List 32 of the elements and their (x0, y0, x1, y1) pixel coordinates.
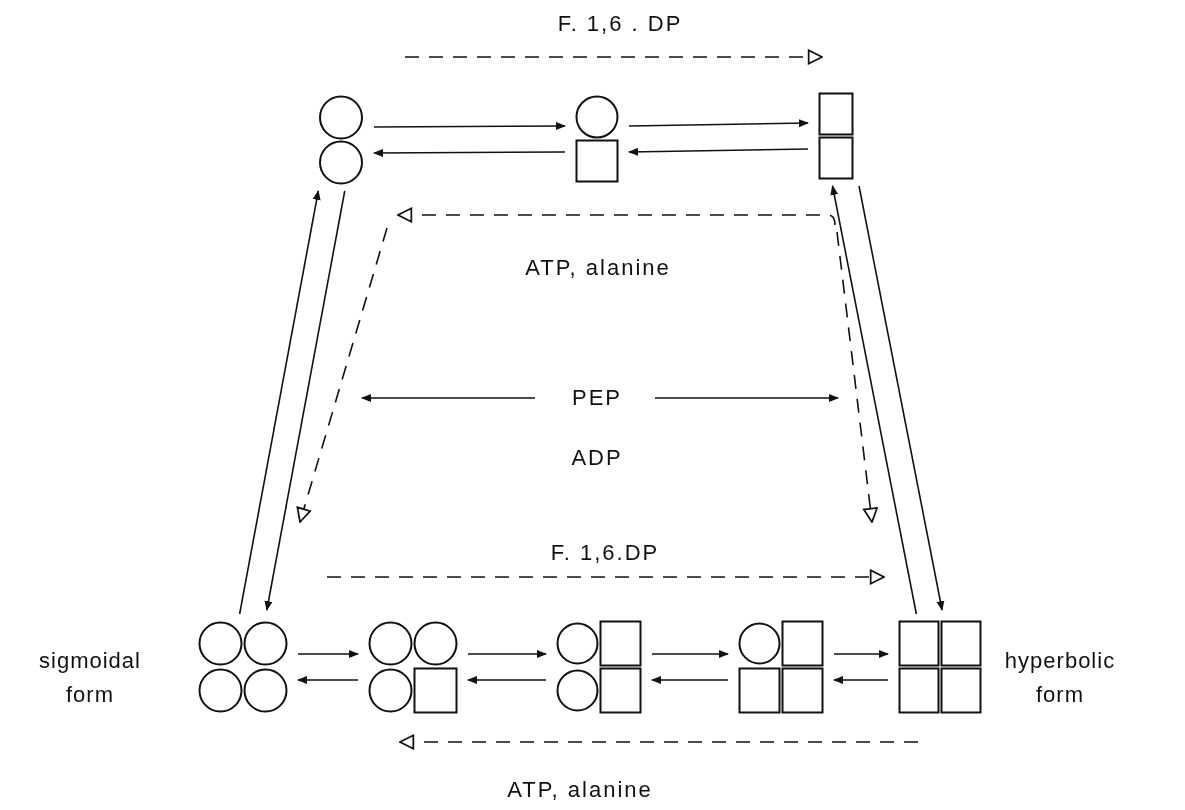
effector-label: ADP (571, 445, 623, 471)
arrow (264, 190, 346, 611)
arrow (651, 676, 729, 684)
arrow (628, 147, 809, 156)
arrow (467, 676, 547, 684)
arrow (833, 650, 889, 658)
effector-label: F. 1,6 . DP (557, 11, 683, 37)
subunit-drawing (318, 95, 364, 185)
arrow (858, 185, 945, 611)
arrow (297, 676, 359, 684)
subunit-drawing (556, 620, 642, 714)
subunit-drawing (198, 620, 288, 714)
node-caption: hyperbolic form (1003, 647, 1117, 709)
subunit-drawing (368, 620, 458, 714)
arrow (297, 650, 359, 658)
arrow (238, 190, 321, 615)
arrow (373, 122, 566, 131)
subunit-drawing (575, 95, 619, 183)
effector-label: PEP (572, 385, 622, 411)
effector-label: ATP, alanine (525, 255, 671, 281)
arrow (628, 119, 809, 128)
effector-label: ATP, alanine (507, 777, 653, 803)
subunit-drawing (818, 92, 854, 180)
arrow (373, 148, 566, 157)
arrow (833, 676, 889, 684)
effector-label: F. 1,6.DP (550, 540, 660, 566)
node-caption: sigmoidal form (38, 647, 142, 709)
arrow (467, 650, 547, 658)
subunit-drawing (738, 620, 824, 714)
arrow (830, 185, 918, 615)
arrow (651, 650, 729, 658)
subunit-drawing (898, 620, 982, 714)
